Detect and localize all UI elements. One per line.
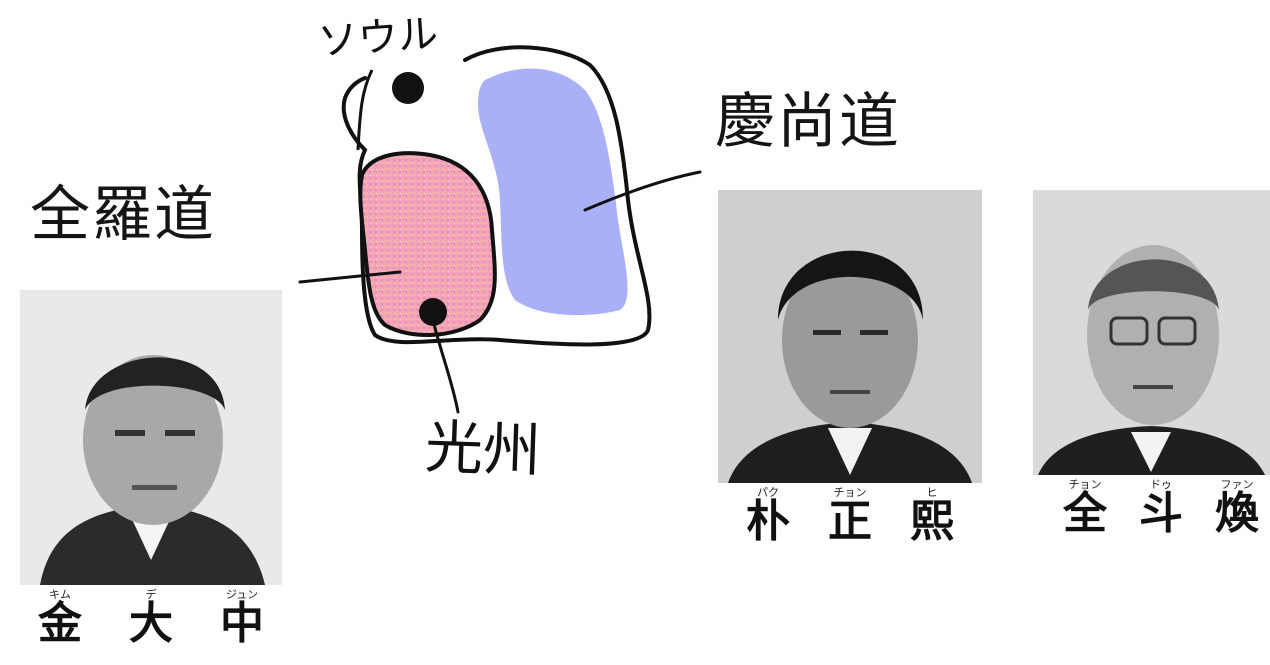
peninsula-outline — [341, 45, 652, 347]
jeolla-leader-line — [298, 270, 402, 284]
name-char: 熙 — [910, 496, 954, 547]
portrait-kim-dae-jung — [20, 290, 282, 585]
ruby: チョン — [1068, 478, 1102, 491]
korea-map — [298, 45, 702, 414]
name-char: 煥 — [1215, 488, 1259, 539]
gwangju-dot — [419, 298, 447, 326]
ruby: キム — [49, 588, 71, 601]
jeolla-region — [358, 151, 497, 338]
gyeongsang-leader-line — [583, 170, 702, 212]
name-char: 正 — [828, 496, 872, 547]
ruby: ジュン — [225, 588, 259, 601]
ruby: ファン — [1220, 478, 1254, 491]
name-char: 中 — [220, 598, 264, 649]
gwangju-leader-line — [431, 318, 460, 414]
name-char: 全 — [1063, 488, 1107, 539]
name-char: 金 — [38, 598, 82, 649]
name-char: 斗 — [1139, 488, 1183, 539]
gyeongsang-region — [478, 68, 628, 316]
seoul-leader-line — [356, 69, 374, 151]
name-char: 大 — [129, 598, 173, 649]
jeolla-label: 全羅道 — [30, 180, 216, 250]
name-char: 朴 — [746, 496, 790, 547]
ruby: パク — [757, 486, 779, 499]
portrait-park-chung-hee — [718, 190, 982, 483]
ruby: ドゥ — [1150, 478, 1172, 491]
ruby: チョン — [833, 486, 867, 499]
gyeongsang-label: 慶尚道 — [715, 87, 901, 157]
portrait-chun-doo-hwan — [1033, 190, 1270, 475]
ruby: ヒ — [926, 486, 938, 499]
name-chun-doo-hwan: チョン ドゥ ファン 全 斗 煥 — [1033, 476, 1270, 551]
seoul-dot — [392, 72, 424, 104]
ruby: デ — [145, 588, 157, 601]
name-park-chung-hee: パク チョン ヒ 朴 正 熙 — [718, 484, 982, 559]
name-kim-dae-jung: キム デ ジュン 金 大 中 — [20, 586, 282, 661]
